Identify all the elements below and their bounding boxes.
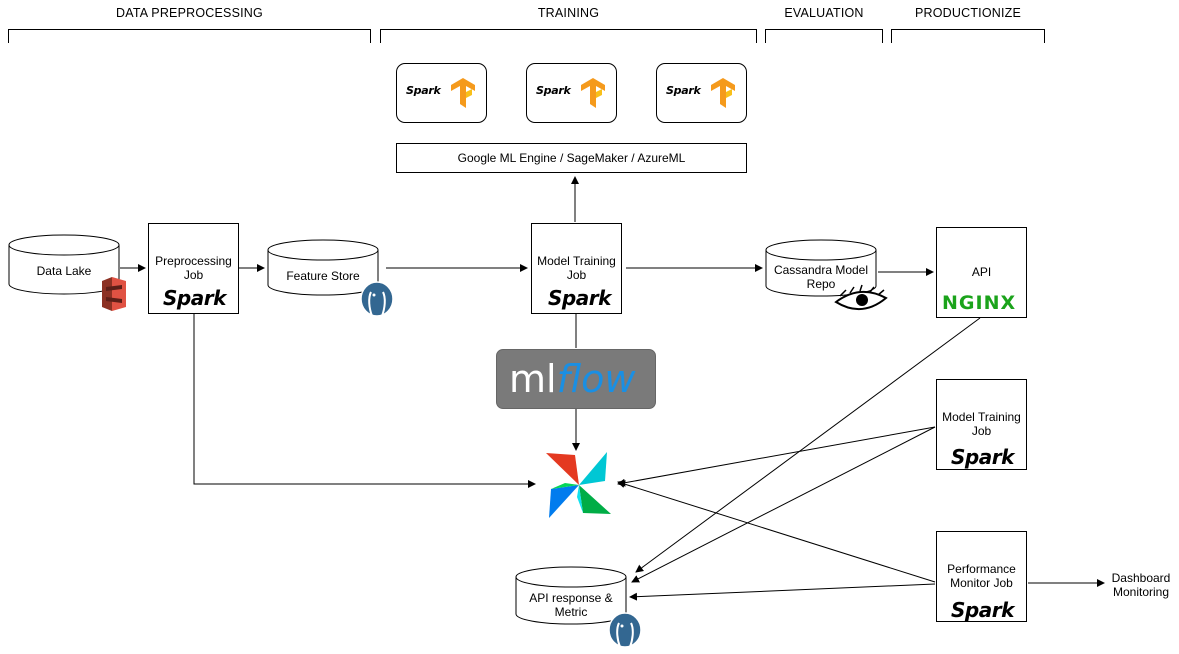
postgresql-icon-metrics (608, 612, 642, 648)
phase-header-evaluation: EVALUATION (784, 6, 864, 20)
airflow-pinwheel-icon (546, 452, 611, 518)
mlflow-logo-text: mlflow (509, 356, 635, 402)
arrow-training2-airflow (617, 426, 936, 487)
api-box: API NGINX (936, 227, 1027, 318)
spark-logo: Spark (536, 84, 571, 97)
spark-logo: Spark (548, 286, 611, 310)
spark-tensorflow-box-3: Spark (656, 63, 747, 123)
cassandra-repo-label: Cassandra Model Repo (773, 263, 869, 291)
arrow-api-apiresponse (635, 317, 981, 573)
feature-store-cylinder (267, 239, 379, 296)
arrow-monitor-airflow (617, 480, 936, 583)
arrow-preprocessing-airflow (193, 313, 536, 488)
performance-monitor-job-box: Performance Monitor Job Spark (936, 531, 1027, 622)
phase-bracket-evaluation (765, 29, 883, 43)
feature-store-label: Feature Store (286, 269, 360, 283)
phase-header-training: TRAINING (537, 6, 600, 20)
performance-monitor-job-label: Performance Monitor Job (947, 562, 1016, 590)
postgresql-icon (360, 281, 394, 317)
cloud-ml-engines-box: Google ML Engine / SageMaker / AzureML (396, 143, 747, 173)
spark-tensorflow-box-2: Spark (526, 63, 617, 123)
spark-logo: Spark (163, 286, 226, 310)
tensorflow-icon (711, 78, 735, 108)
phase-header-productionize: PRODUCTIONIZE (914, 6, 1022, 20)
spark-logo: Spark (951, 598, 1014, 622)
data-lake-cylinder (8, 234, 120, 295)
api-response-label: API response & Metric (529, 591, 613, 619)
spark-logo: Spark (406, 84, 441, 97)
model-training-job-label: Model Training Job (537, 254, 616, 282)
cassandra-eye-icon (834, 284, 888, 310)
phase-bracket-training (380, 29, 757, 43)
model-training-job-2-box: Model Training Job Spark (936, 379, 1027, 470)
preprocessing-job-label: Preprocessing Job (155, 254, 232, 282)
spark-tensorflow-box-1: Spark (396, 63, 487, 123)
mlflow-ml-text: ml (509, 357, 557, 401)
mlflow-flow-text: flow (556, 357, 636, 401)
arrow-training2-apiresponse (631, 426, 936, 583)
nginx-logo: NGINX (942, 292, 1017, 314)
model-training-job-2-label: Model Training Job (942, 410, 1021, 438)
api-label: API (971, 265, 992, 279)
data-lake-label: Data Lake (36, 264, 92, 278)
dashboard-monitoring-label: Dashboard Monitoring (1111, 571, 1171, 599)
cloud-ml-engines-label: Google ML Engine / SageMaker / AzureML (457, 151, 686, 165)
tensorflow-icon (451, 78, 475, 108)
arrow-monitor-apiresponse (629, 583, 936, 601)
mlflow-logo: mlflow (496, 349, 656, 409)
tensorflow-icon (581, 78, 605, 108)
phase-bracket-productionize (891, 29, 1045, 43)
spark-logo: Spark (951, 445, 1014, 469)
preprocessing-job-box: Preprocessing Job Spark (148, 223, 239, 314)
spark-logo: Spark (666, 84, 701, 97)
aws-s3-icon (102, 277, 126, 311)
phase-header-data-preprocessing: DATA PREPROCESSING (116, 6, 263, 20)
phase-bracket-data-preprocessing (8, 29, 371, 43)
model-training-job-box: Model Training Job Spark (531, 223, 622, 314)
